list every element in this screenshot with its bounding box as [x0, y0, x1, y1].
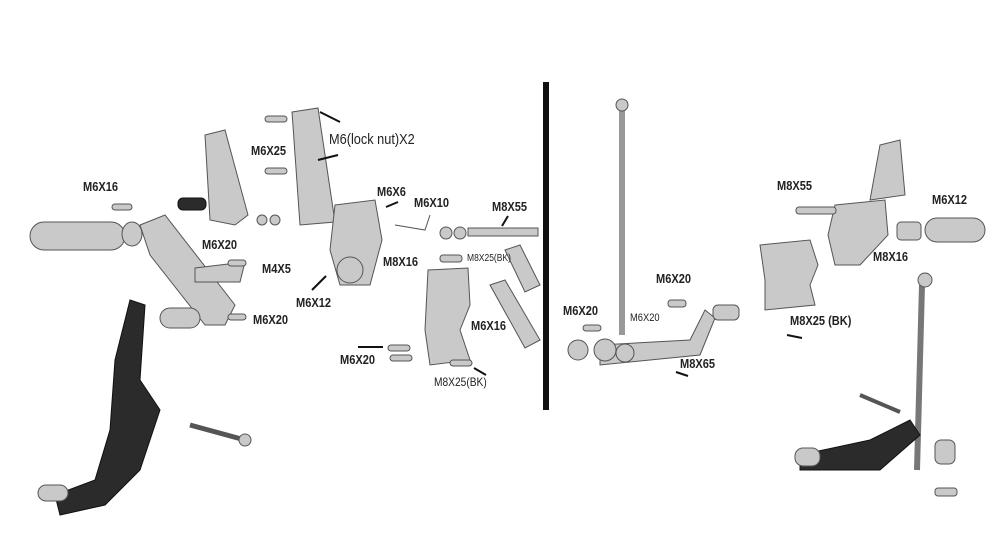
pivot-block-right	[827, 199, 889, 266]
label-m6x20: M6X20	[340, 352, 376, 367]
label-m6x20: M6X20	[630, 312, 660, 324]
rearset-plate-right	[759, 239, 819, 311]
footpeg-left	[29, 221, 126, 251]
label-m8x65: M8X65	[680, 356, 716, 371]
section-divider	[543, 82, 549, 410]
label-m6-lock-nut: M6(lock nut)X2	[329, 131, 415, 148]
bolt-black	[177, 197, 207, 211]
label-m8x25-bk: M8X25(BK)	[467, 253, 511, 264]
label-m8x16: M8X16	[383, 254, 419, 269]
label-m6x12: M6X12	[296, 295, 332, 310]
bolt-m8x55	[467, 227, 539, 237]
heel-plate-left	[204, 129, 249, 226]
spacer	[121, 221, 143, 247]
label-m8x55: M8X55	[492, 199, 528, 214]
label-m6x12: M6X12	[932, 192, 968, 207]
footpeg-right	[924, 217, 986, 243]
label-m6x20: M6X20	[202, 237, 238, 252]
spring	[394, 214, 431, 231]
heel-plate-right	[869, 139, 906, 201]
label-m8x25-bk: M8X25(BK)	[434, 375, 487, 389]
label-m8x16: M8X16	[873, 249, 909, 264]
label-m6x10: M6X10	[414, 195, 450, 210]
label-m6x16: M6X16	[83, 179, 119, 194]
label-m6x20: M6X20	[656, 271, 692, 286]
bracket-plate	[291, 107, 336, 226]
label-m6x16: M6X16	[471, 318, 507, 333]
pedal-tip	[159, 307, 201, 329]
brake-pedal	[799, 419, 921, 471]
label-m6x25: M6X25	[251, 143, 287, 158]
label-m6x20: M6X20	[563, 303, 599, 318]
rearset-plate	[424, 267, 471, 366]
label-m6x6: M6X6	[377, 184, 406, 199]
label-m4x5: M4X5	[262, 261, 291, 276]
shift-pedal-arm	[139, 214, 236, 326]
label-m8x25-bk: M8X25 (BK)	[790, 313, 852, 328]
label-m8x55: M8X55	[777, 178, 813, 193]
label-m6x20: M6X20	[253, 312, 289, 327]
assembled-rearset-left	[54, 299, 161, 516]
